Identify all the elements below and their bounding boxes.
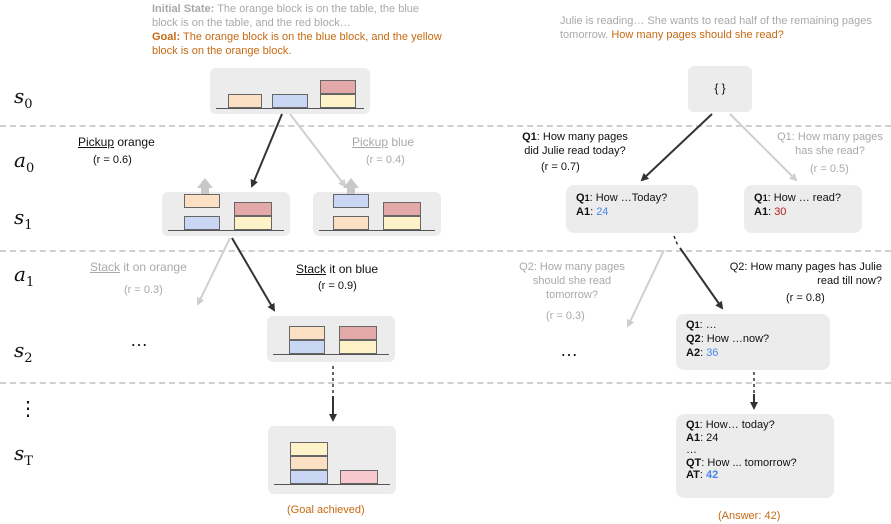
reward-stack-orange: (r = 0.3)	[124, 284, 163, 296]
red-block	[340, 470, 378, 484]
label-s1: s1	[14, 205, 33, 233]
label-vdots: ⋮	[18, 396, 38, 420]
orange-block	[289, 326, 325, 340]
row-divider	[0, 250, 891, 252]
node-q2-now: Q1: … Q2: How …now? A2: 36	[676, 314, 830, 370]
arrow-q1-left	[640, 113, 713, 182]
blue-block	[333, 194, 369, 208]
blue-block	[289, 340, 325, 354]
root-node: { }	[688, 66, 752, 112]
label-s0: s0	[14, 84, 33, 112]
table-line	[319, 230, 435, 231]
table-line	[168, 230, 284, 231]
state-s0	[210, 68, 370, 114]
root-node-label: { }	[714, 81, 726, 95]
blue-block	[272, 94, 308, 108]
dotted-connector-right	[673, 235, 679, 247]
table-line	[216, 108, 364, 109]
label-a0: a0	[14, 148, 35, 176]
red-block	[320, 80, 356, 94]
arrow-stack-orange	[197, 237, 231, 306]
arrow-stack-blue	[231, 237, 276, 312]
blue-block	[290, 470, 328, 484]
orange-block	[290, 456, 328, 470]
question-q2-right: Q2: How many pages has Julie read till n…	[729, 261, 882, 287]
table-line	[274, 484, 390, 485]
arrow-pickup-blue	[289, 113, 347, 188]
node-final: Q1: How… today? A1: 24 … QT: How ... tom…	[676, 414, 834, 498]
reward-q1-left: (r = 0.7)	[541, 161, 580, 173]
row-divider	[0, 382, 891, 384]
lift-arrow-icon	[197, 178, 213, 194]
table-line	[273, 354, 389, 355]
reward-pickup-orange: (r = 0.6)	[93, 154, 132, 166]
state-sT	[268, 426, 396, 494]
initial-state-text: Initial State: The orange block is on th…	[152, 3, 442, 57]
yellow-block	[290, 442, 328, 456]
problem-text: Julie is reading… She wants to read half…	[560, 15, 872, 41]
orange-block	[184, 194, 220, 208]
state-s1-left	[162, 192, 290, 236]
orange-block	[228, 94, 262, 108]
question-q2-left: Q2: How many pages should she read tomor…	[519, 261, 625, 301]
question-q1-left: Q1: How many pages did Julie read today?	[522, 131, 628, 157]
reward-q2-left: (r = 0.3)	[546, 310, 585, 322]
red-block	[234, 202, 272, 216]
reward-q2-right: (r = 0.8)	[786, 292, 825, 304]
reward-stack-blue: (r = 0.9)	[318, 280, 357, 292]
lift-arrow-icon	[343, 178, 359, 194]
yellow-block	[320, 94, 356, 108]
label-a1: a1	[14, 262, 35, 290]
arrow-q2-left	[626, 249, 665, 328]
state-s1-right	[313, 192, 441, 236]
ellipsis-left: …	[130, 330, 148, 350]
arrow-q1-right	[729, 113, 798, 182]
red-block	[383, 202, 421, 216]
red-block	[339, 326, 377, 340]
arrow-pickup-orange	[250, 113, 283, 188]
action-pickup-orange: Pickup orange	[78, 135, 155, 149]
yellow-block	[234, 216, 272, 230]
action-stack-blue: Stack it on blue	[296, 262, 379, 276]
node-q1-today: Q1: How …Today? A1: 24	[566, 185, 698, 233]
goal-achieved-label: (Goal achieved)	[287, 504, 365, 516]
action-stack-orange: Stack it on orange	[90, 260, 187, 274]
question-q1-right: Q1: How many pages has she read?	[777, 131, 883, 157]
orange-block	[333, 216, 369, 230]
row-divider	[0, 125, 891, 127]
label-sT: sT	[14, 441, 33, 469]
reward-q1-right: (r = 0.5)	[810, 163, 849, 175]
label-s2: s2	[14, 338, 33, 366]
node-q1-read: Q1: How … read? A1: 30	[744, 185, 862, 233]
answer-label: (Answer: 42)	[718, 510, 781, 522]
action-pickup-blue: Pickup blue	[352, 135, 415, 149]
arrow-q2-right	[679, 247, 724, 310]
ellipsis-right: …	[560, 340, 578, 360]
blue-block	[184, 216, 220, 230]
yellow-block	[383, 216, 421, 230]
yellow-block	[339, 340, 377, 354]
reward-pickup-blue: (r = 0.4)	[366, 154, 405, 166]
state-s2	[267, 316, 395, 362]
